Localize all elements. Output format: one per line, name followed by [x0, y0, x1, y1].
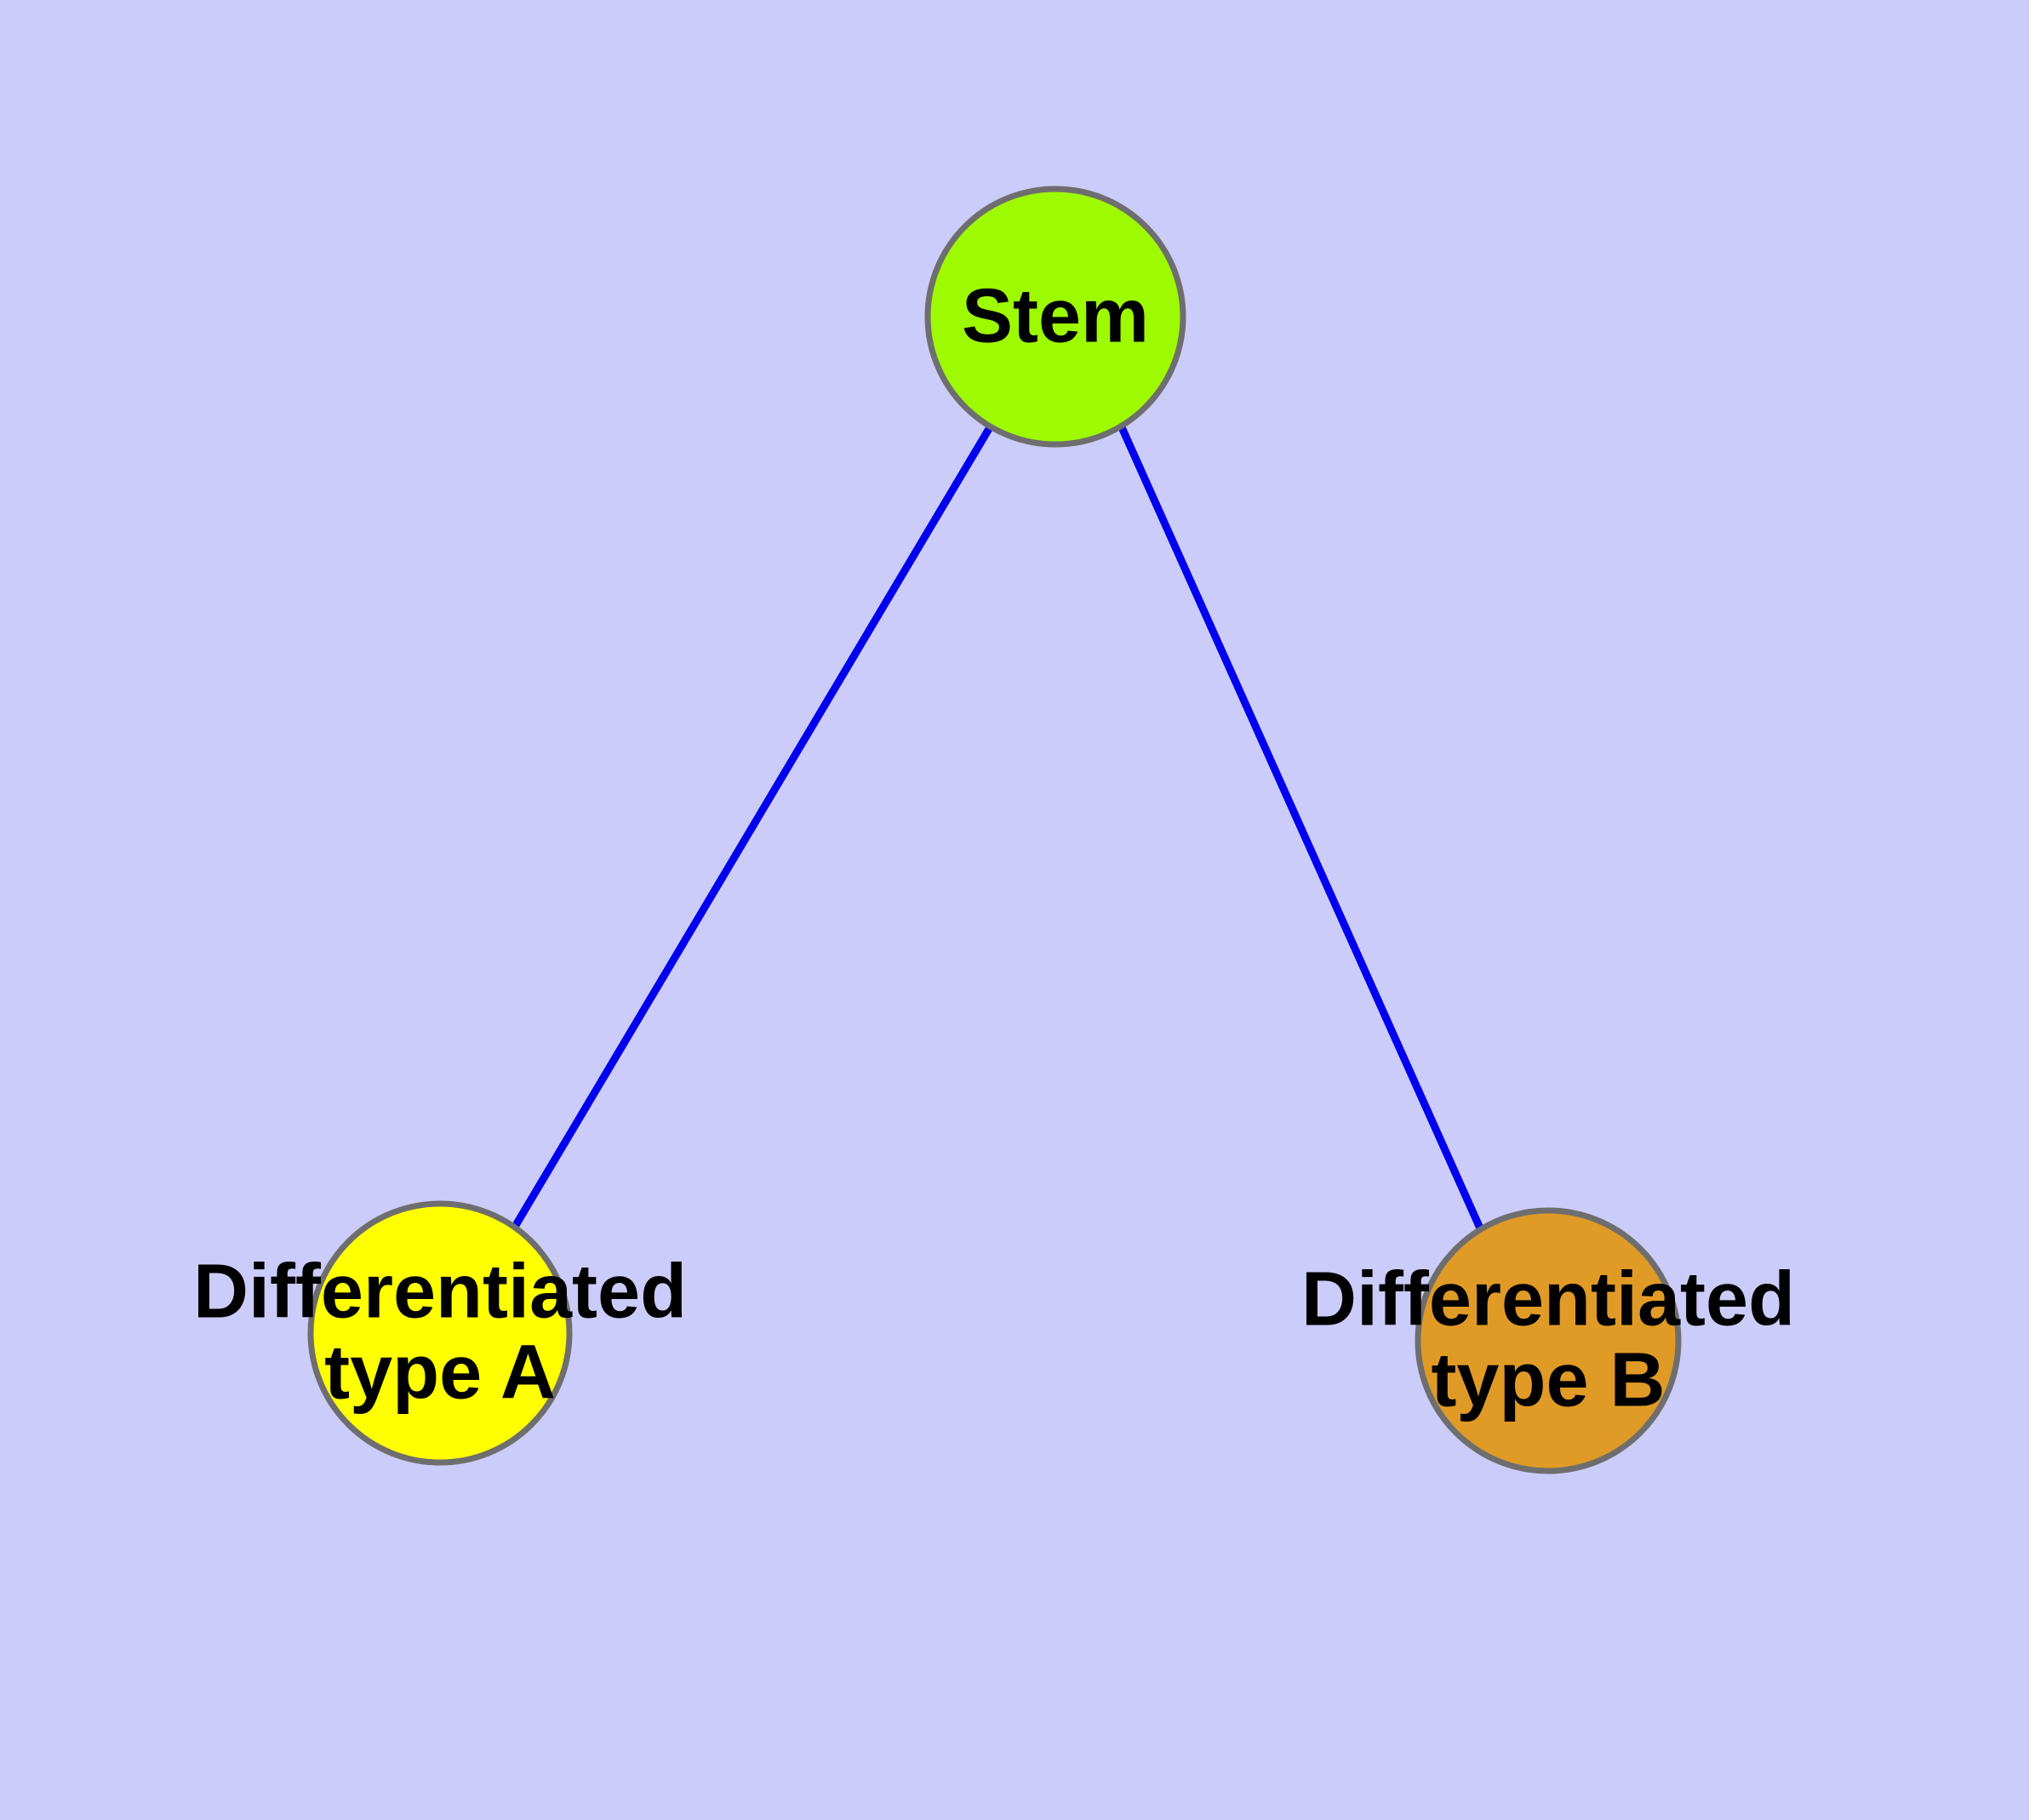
node-stem[interactable] [924, 186, 1186, 448]
edge-stem-to-differentiated-type-a[interactable] [512, 425, 993, 1229]
node-differentiated-type-a[interactable] [307, 1200, 573, 1466]
node-differentiated-type-b[interactable] [1415, 1207, 1682, 1474]
edge-stem-to-differentiated-type-b[interactable] [1117, 426, 1485, 1232]
